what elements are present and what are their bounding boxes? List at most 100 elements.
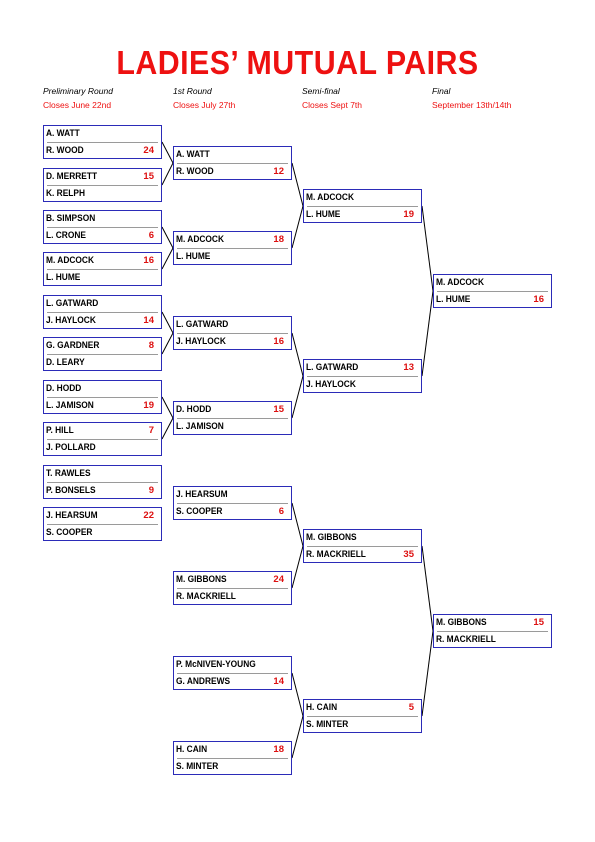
pair-row: K. RELPH — [44, 186, 161, 202]
pair-score: 18 — [273, 234, 284, 245]
row-divider — [307, 716, 418, 717]
pair-score: 35 — [403, 549, 414, 560]
round-name: Final — [432, 86, 451, 96]
connector-line — [161, 226, 174, 249]
pair-row: R. MACKRIELL — [174, 589, 291, 605]
pair-name: G. ANDREWS — [176, 676, 231, 687]
pair-name: M. GIBBONS — [306, 532, 357, 543]
pair-name: M. ADCOCK — [436, 277, 485, 288]
row-divider — [47, 524, 158, 525]
pair-name: A. WATT — [176, 149, 210, 160]
match-box-final: M. GIBBONS 15 R. MACKRIELL — [433, 614, 552, 648]
row-divider — [177, 248, 288, 249]
pair-score: 7 — [148, 425, 154, 436]
row-divider — [307, 206, 418, 207]
round-closes: Closes Sept 7th — [302, 100, 363, 110]
pair-row: D. LEARY — [44, 355, 161, 371]
pair-score: 16 — [143, 255, 154, 266]
pair-name: R. WOOD — [46, 145, 84, 156]
pair-name: R. MACKRIELL — [436, 634, 496, 645]
connector-line — [291, 205, 304, 249]
pair-score: 18 — [273, 744, 284, 755]
connector-line — [161, 396, 174, 419]
pair-row: H. CAIN 18 — [174, 742, 291, 758]
row-divider — [47, 397, 158, 398]
pair-score: 15 — [273, 404, 284, 415]
pair-name: P. McNIVEN-YOUNG — [176, 659, 256, 670]
pair-row: D. HODD — [44, 381, 161, 397]
row-divider — [177, 333, 288, 334]
pair-row: S. COOPER — [44, 525, 161, 541]
pair-name: R. MACKRIELL — [306, 549, 366, 560]
pair-name: J. HEARSUM — [46, 510, 98, 521]
row-divider — [437, 291, 548, 292]
pair-name: L. GATWARD — [46, 298, 99, 309]
connector-line — [421, 630, 434, 717]
round-name: Semi-final — [302, 86, 340, 96]
pair-name: D. LEARY — [46, 357, 85, 368]
pair-row: T. RAWLES — [44, 466, 161, 482]
pair-row: B. SIMPSON — [44, 211, 161, 227]
match-box-round1: M. ADCOCK 18 L. HUME — [173, 231, 292, 265]
pair-name: R. WOOD — [176, 166, 214, 177]
pair-name: R. MACKRIELL — [176, 591, 236, 602]
pair-name: S. COOPER — [176, 506, 223, 517]
pair-name: J. POLLARD — [46, 442, 96, 453]
pair-name: H. CAIN — [306, 702, 338, 713]
pair-name: M. GIBBONS — [436, 617, 487, 628]
connector-line — [291, 332, 304, 377]
row-divider — [177, 673, 288, 674]
pair-name: L. CRONE — [46, 230, 86, 241]
pair-row: P. McNIVEN-YOUNG — [174, 657, 291, 673]
pair-score: 19 — [143, 400, 154, 411]
row-divider — [177, 418, 288, 419]
connector-line — [161, 311, 174, 334]
row-divider — [437, 631, 548, 632]
pair-row: A. WATT — [44, 126, 161, 142]
round-name: 1st Round — [173, 86, 212, 96]
connector-line — [291, 545, 304, 589]
pair-score: 13 — [403, 362, 414, 373]
pair-name: J. HAYLOCK — [306, 379, 356, 390]
pair-name: H. CAIN — [176, 744, 208, 755]
pair-score: 12 — [273, 166, 284, 177]
row-divider — [47, 439, 158, 440]
pair-row: J. HAYLOCK — [304, 377, 421, 393]
round-closes: September 13th/14th — [432, 100, 512, 110]
pair-name: J. HEARSUM — [176, 489, 228, 500]
pair-score: 15 — [533, 617, 544, 628]
pair-score: 19 — [403, 209, 414, 220]
connector-line — [291, 502, 304, 547]
pair-name: M. ADCOCK — [176, 234, 225, 245]
pair-row: S. MINTER — [304, 717, 421, 733]
pair-name: L. JAMISON — [46, 400, 94, 411]
round-name: Preliminary Round — [43, 86, 113, 96]
pair-row: M. GIBBONS 15 — [434, 615, 551, 631]
pair-name: L. HUME — [176, 251, 211, 262]
pair-row: L. GATWARD — [44, 296, 161, 312]
round-closes: Closes June 22nd — [43, 100, 112, 110]
pair-name: J. HAYLOCK — [46, 315, 96, 326]
row-divider — [47, 482, 158, 483]
connector-line — [421, 545, 434, 632]
